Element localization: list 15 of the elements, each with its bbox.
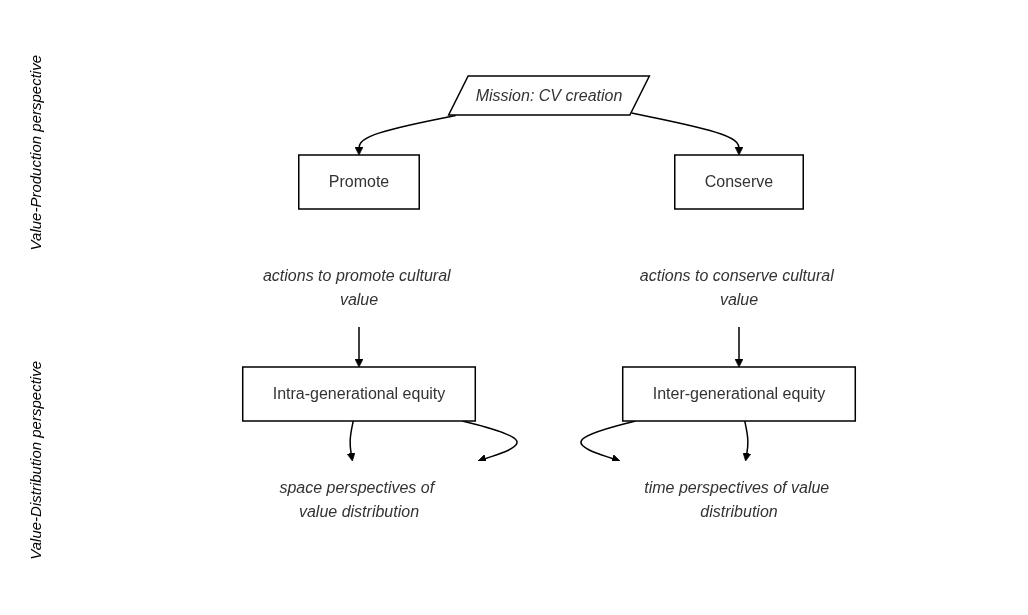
node-text: space perspectives of value distribution — [279, 479, 435, 520]
node-box: Promote — [298, 154, 420, 210]
arrow — [734, 326, 744, 368]
node-box: Intra-generational equity — [241, 366, 477, 422]
axis-label: Value-Production perspective — [26, 55, 44, 251]
node-text: time perspectives of value distribution — [644, 479, 830, 520]
axis-label: Value-Distribution perspective — [26, 361, 44, 560]
node-text: actions to promote cultural value — [262, 267, 451, 308]
node-text: actions to conserve cultural value — [639, 267, 834, 308]
arrow — [630, 112, 744, 156]
node-box: Conserve — [674, 154, 804, 210]
arrow — [346, 420, 356, 462]
arrow — [742, 420, 752, 462]
arrow — [354, 326, 364, 368]
node-box: Inter-generational equity — [621, 366, 857, 422]
